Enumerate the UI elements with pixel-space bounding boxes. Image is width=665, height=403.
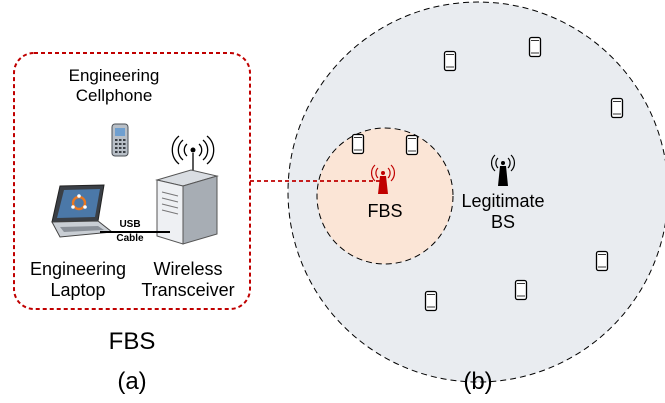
cellphone-label: Engineering Cellphone [54, 66, 174, 105]
laptop-label: Engineering Laptop [18, 259, 138, 300]
laptop-label-line2: Laptop [50, 279, 106, 300]
fbs-label: FBS [367, 201, 403, 221]
user-phone-icon [405, 134, 419, 156]
user-phone-icon [424, 290, 438, 312]
cellphone-label-line2: Cellphone [75, 85, 153, 105]
usb-cable-label: USB Cable [110, 218, 150, 246]
caption-b: (b) [463, 368, 493, 395]
outer-cell-coverage [287, 1, 665, 383]
user-phone-icon [595, 250, 609, 272]
transceiver-label-line1: Wireless [153, 259, 223, 279]
laptop-label-line1: Engineering [29, 259, 127, 279]
engineering-laptop-icon [51, 184, 114, 238]
fbs-box-title: FBS [108, 328, 156, 355]
user-phone-icon [528, 36, 542, 58]
wireless-transceiver-icon [155, 169, 219, 245]
fbs-antenna-icon [371, 164, 395, 194]
fbs-equipment-box [13, 52, 251, 310]
cellphone-label-line1: Engineering [68, 66, 160, 85]
legitimate-bs-label-line1: Legitimate [461, 191, 545, 211]
fbs-coverage-area [316, 127, 454, 265]
transceiver-antenna-icon [171, 135, 215, 172]
transceiver-label-line2: Transceiver [141, 279, 235, 300]
cable-label: Cable [116, 233, 144, 244]
legitimate-bs-label-line2: BS [490, 211, 515, 232]
user-phone-icon [514, 279, 528, 301]
legitimate-bs-antenna-icon [491, 154, 515, 186]
user-phone-icon [351, 133, 365, 155]
user-phone-icon [610, 97, 624, 119]
usb-label: USB [119, 219, 141, 230]
engineering-cellphone-icon [111, 123, 129, 157]
transceiver-label: Wireless Transceiver [128, 259, 248, 300]
caption-a: (a) [117, 368, 147, 395]
user-phone-icon [443, 50, 457, 72]
legitimate-bs-label: Legitimate BS [448, 191, 558, 232]
